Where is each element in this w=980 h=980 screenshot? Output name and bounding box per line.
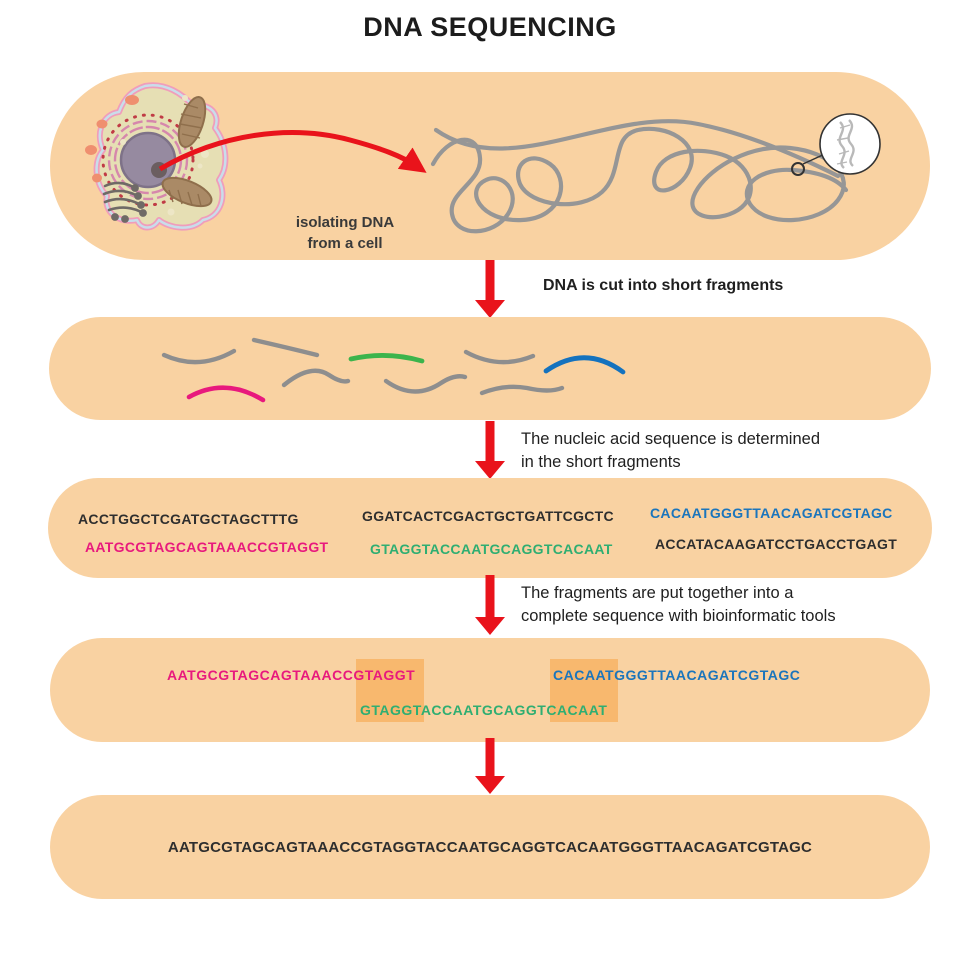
- mitochondrion-icon: [161, 96, 213, 208]
- step1-band: isolating DNA from a cell: [50, 72, 930, 260]
- down-arrow-icon: [475, 421, 505, 479]
- dna-tangle-icon: [430, 119, 849, 234]
- isolate-arrow-icon: [158, 130, 427, 173]
- determine-label-line1: The nucleic acid sequence is determined: [521, 430, 821, 448]
- down-arrow-icon: [475, 260, 505, 318]
- overlap-highlight-cacaat: [550, 659, 618, 722]
- pink-fragment: [186, 385, 266, 403]
- down-arrow-icon: [475, 575, 505, 635]
- blue-suffix: GGGTTAACAGATCGTAGC: [614, 667, 801, 683]
- final-sequence-band: AATGCGTAGCAGTAAACCGTAGGTACCAATGCAGGTCACA…: [50, 795, 930, 899]
- determine-step-label: The nucleic acid sequence is determined …: [521, 428, 820, 474]
- cytoplasm-granules: [120, 95, 209, 216]
- assembly-blue-read: CACAATGGGTTAACAGATCGTAGC: [553, 667, 800, 683]
- assembly-green-read: GTAGGTACCAATGCAGGTCACAAT: [360, 702, 607, 718]
- assembly-pink-read: AATGCGTAGCAGTAAACCGTAGGT: [167, 667, 415, 683]
- dna-fragments-illustration: [161, 337, 626, 403]
- ribosomes: [101, 113, 195, 207]
- cut-step-label: DNA is cut into short fragments: [543, 277, 784, 294]
- read-sequence: AATGCGTAGCAGTAAACCGTAGGT: [85, 539, 329, 555]
- assemble-label-line2: complete sequence with bioinformatic too…: [521, 607, 836, 625]
- cell-and-dna-illustration: [85, 82, 881, 234]
- pink-overlap-gtaggt: GTAGGT: [353, 667, 416, 683]
- assemble-label-line1: The fragments are put together into a: [521, 584, 794, 602]
- isolating-dna-label-line2: from a cell: [307, 235, 383, 252]
- read-sequence: GGATCACTCGACTGCTGATTCGCTC: [362, 508, 614, 524]
- page-title: DNA SEQUENCING: [363, 12, 617, 42]
- cell-vesicles: [85, 95, 139, 183]
- pink-prefix: AATGCGTAGCAGTAAACC: [167, 667, 354, 683]
- down-arrow-icon: [475, 738, 505, 794]
- golgi-icon: [102, 181, 147, 223]
- isolating-dna-label-line1: isolating DNA: [295, 214, 395, 231]
- gray-fragment: [251, 337, 320, 358]
- read-sequence: CACAATGGGTTAACAGATCGTAGC: [650, 505, 893, 521]
- gray-fragment: [479, 384, 565, 396]
- assemble-step-label: The fragments are put together into a co…: [521, 582, 836, 628]
- blue-overlap-cacaat: CACAAT: [553, 667, 615, 683]
- green-overlap-gtaggt: GTAGGT: [360, 702, 421, 718]
- final-sequence: AATGCGTAGCAGTAAACCGTAGGTACCAATGCAGGTCACA…: [167, 838, 813, 856]
- blue-fragment: [543, 355, 626, 375]
- magnifier-icon: [791, 113, 881, 176]
- read-sequence: GTAGGTACCAATGCAGGTCACAAT: [370, 541, 613, 557]
- gray-fragment: [161, 348, 237, 365]
- cell-icon: [85, 82, 229, 231]
- reads-band: ACCTGGCTCGATGCTAGCTTTG GGATCACTCGACTGCTG…: [48, 478, 932, 578]
- gray-fragment: [281, 368, 351, 388]
- isolating-dna-label: isolating DNA from a cell: [240, 212, 450, 254]
- read-sequence: ACCTGGCTCGATGCTAGCTTTG: [78, 511, 299, 527]
- overlap-highlight-gtaggt: [356, 659, 424, 722]
- double-helix-icon: [836, 119, 855, 169]
- green-fragment: [348, 353, 425, 364]
- determine-label-line2: in the short fragments: [521, 453, 681, 471]
- green-middle: ACCAATGCAGGT: [420, 702, 547, 718]
- assembly-band: [50, 638, 930, 742]
- read-sequence: ACCATACAAGATCCTGACCTGAGT: [655, 536, 898, 552]
- fragments-band: [49, 317, 931, 420]
- gray-fragment: [463, 349, 536, 365]
- green-overlap-cacaat: CACAAT: [546, 702, 608, 718]
- gray-fragment: [383, 374, 468, 394]
